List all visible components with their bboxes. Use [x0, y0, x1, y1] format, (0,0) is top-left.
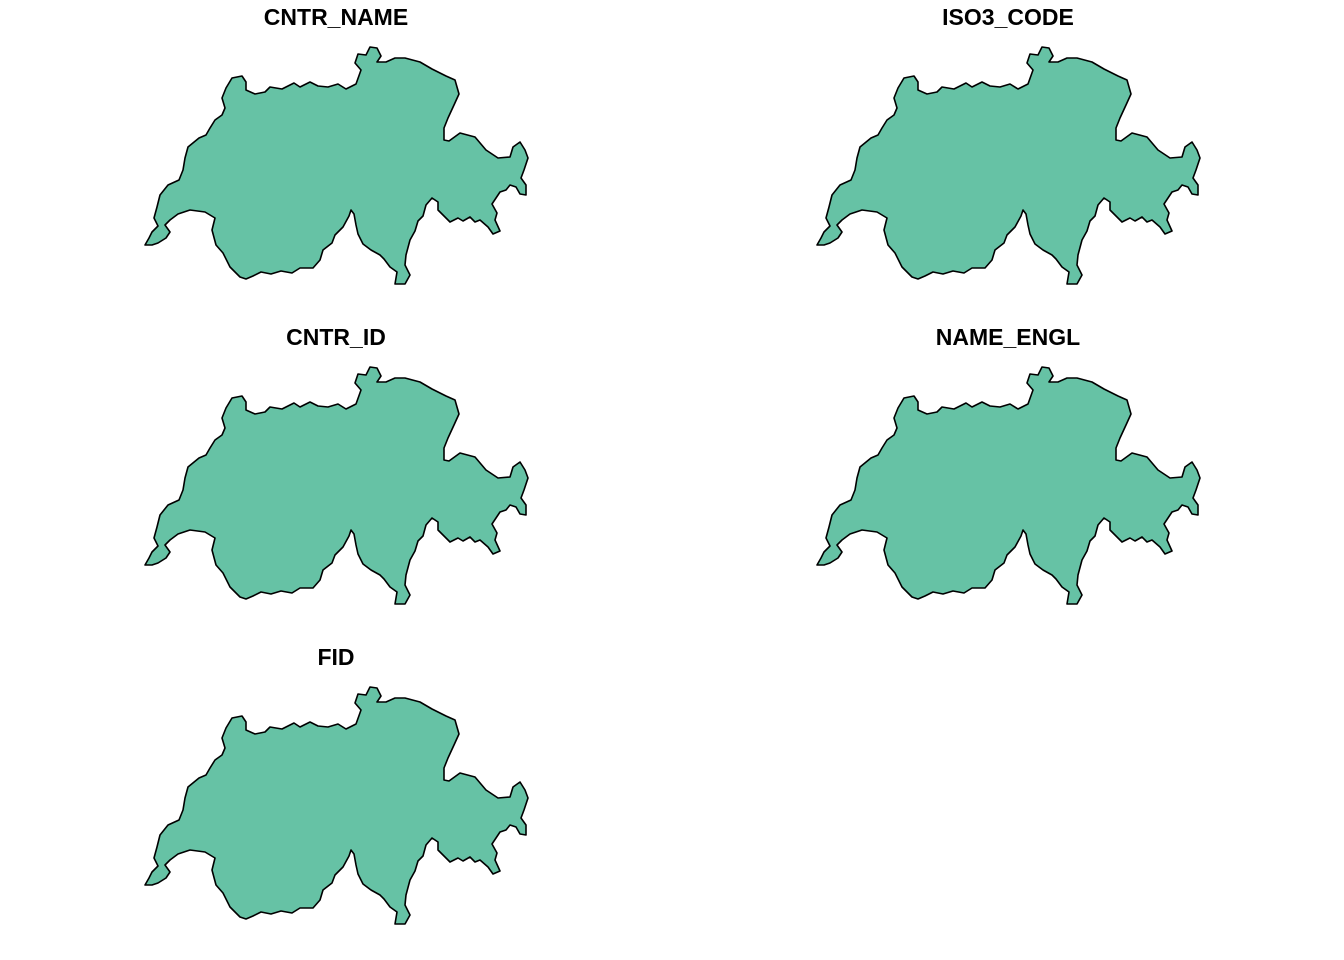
switzerland-shape — [816, 46, 1201, 285]
map-panel-name-engl: NAME_ENGL — [672, 320, 1344, 640]
map-panel-iso3-code: ISO3_CODE — [672, 0, 1344, 320]
switzerland-shape — [144, 686, 529, 925]
switzerland-shape — [816, 366, 1201, 605]
switzerland-map-fid — [144, 686, 529, 925]
panel-title-fid: FID — [317, 644, 355, 670]
switzerland-map-iso3-code — [816, 46, 1201, 285]
switzerland-map-cntr-id — [144, 366, 529, 605]
map-panel-fid: FID — [0, 640, 672, 960]
switzerland-map-cntr-name — [144, 46, 529, 285]
switzerland-shape — [144, 366, 529, 605]
map-panel-cntr-name: CNTR_NAME — [0, 0, 672, 320]
switzerland-map-name-engl — [816, 366, 1201, 605]
switzerland-shape — [144, 46, 529, 285]
panel-title-name-engl: NAME_ENGL — [935, 324, 1081, 350]
panel-title-cntr-name: CNTR_NAME — [263, 4, 409, 30]
panel-title-cntr-id: CNTR_ID — [286, 324, 386, 350]
map-panel-cntr-id: CNTR_ID — [0, 320, 672, 640]
panel-title-iso3-code: ISO3_CODE — [942, 4, 1074, 30]
